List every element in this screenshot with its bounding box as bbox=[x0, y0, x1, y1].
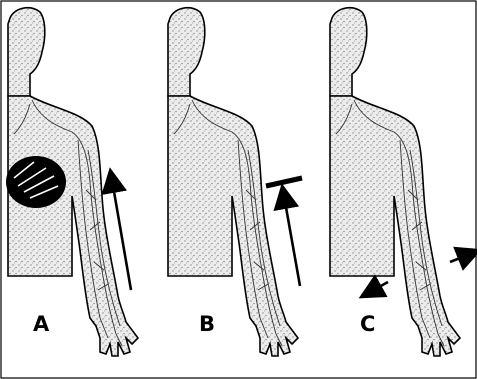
panel-a bbox=[6, 8, 138, 356]
outward-arrow-right bbox=[450, 254, 470, 262]
panel-label-c: C bbox=[360, 314, 375, 335]
outward-arrow-left bbox=[370, 282, 388, 292]
panel-label-b: B bbox=[199, 314, 215, 335]
upward-arrow bbox=[112, 180, 131, 290]
panel-c bbox=[330, 8, 470, 356]
panel-b bbox=[168, 8, 302, 356]
body-figure-c bbox=[330, 8, 460, 356]
blocked-upward-arrow bbox=[284, 196, 300, 286]
panel-label-a: A bbox=[33, 314, 49, 335]
lymph-node-mass bbox=[6, 156, 66, 208]
blocking-bar bbox=[266, 178, 302, 186]
